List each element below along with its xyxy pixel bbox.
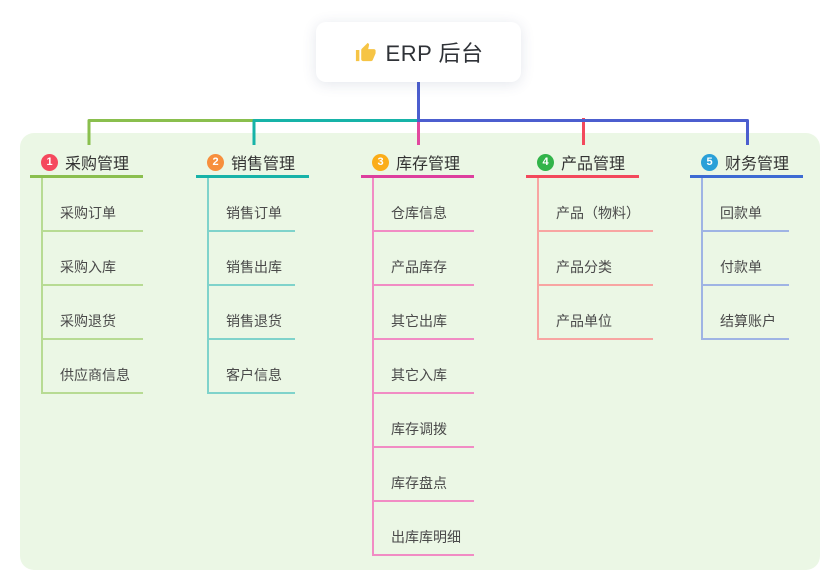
branch-1: 1 采购管理采购订单采购入库采购退货供应商信息 (30, 149, 143, 394)
branch-5-item-3[interactable]: 结算账户 (703, 286, 789, 340)
branch-4-item-2[interactable]: 产品分类 (539, 232, 653, 286)
branch-2-label: 销售管理 (231, 156, 296, 173)
branch-4-number-badge: 4 (537, 153, 554, 171)
branch-1-label: 采购管理 (65, 156, 130, 173)
branch-4-label: 产品管理 (561, 156, 626, 173)
branch-1-item-4[interactable]: 供应商信息 (43, 340, 143, 394)
root-node[interactable]: ERP 后台 (316, 22, 521, 82)
branch-5-number-badge: 5 (701, 153, 718, 171)
thumbs-up-icon (354, 41, 377, 64)
branch-5-title-node[interactable]: 5 财务管理 (690, 149, 803, 178)
branch-1-number-badge: 1 (41, 153, 58, 171)
branch-5: 5 财务管理回款单付款单结算账户 (690, 149, 803, 340)
branch-2-item-1[interactable]: 销售订单 (209, 178, 295, 232)
branch-2-title-node[interactable]: 2 销售管理 (196, 149, 309, 178)
branch-3-items: 仓库信息产品库存其它出库其它入库库存调拨库存盘点出库库明细 (372, 178, 474, 556)
branches-panel (20, 133, 820, 570)
branch-4-items: 产品（物料）产品分类产品单位 (537, 178, 653, 340)
branch-3-item-3[interactable]: 其它出库 (374, 286, 474, 340)
branch-3-item-6[interactable]: 库存盘点 (374, 448, 474, 502)
branch-5-label: 财务管理 (725, 156, 790, 173)
branch-1-item-3[interactable]: 采购退货 (43, 286, 143, 340)
branch-5-item-2[interactable]: 付款单 (703, 232, 789, 286)
branch-2-items: 销售订单销售出库销售退货客户信息 (207, 178, 295, 394)
branch-1-item-1[interactable]: 采购订单 (43, 178, 143, 232)
branch-3-title-node[interactable]: 3 库存管理 (361, 149, 474, 178)
branch-1-item-2[interactable]: 采购入库 (43, 232, 143, 286)
branch-3-item-4[interactable]: 其它入库 (374, 340, 474, 394)
branch-4-item-3[interactable]: 产品单位 (539, 286, 653, 340)
branch-2-item-3[interactable]: 销售退货 (209, 286, 295, 340)
branch-3-item-7[interactable]: 出库库明细 (374, 502, 474, 556)
branch-5-items: 回款单付款单结算账户 (701, 178, 789, 340)
branch-2-item-2[interactable]: 销售出库 (209, 232, 295, 286)
branch-2-item-4[interactable]: 客户信息 (209, 340, 295, 394)
branch-3-number-badge: 3 (372, 153, 389, 171)
branch-4-item-1[interactable]: 产品（物料） (539, 178, 653, 232)
branch-3-label: 库存管理 (396, 156, 461, 173)
branch-2: 2 销售管理销售订单销售出库销售退货客户信息 (196, 149, 309, 394)
branch-2-number-badge: 2 (207, 153, 224, 171)
branch-1-title-node[interactable]: 1 采购管理 (30, 149, 143, 178)
branch-5-item-1[interactable]: 回款单 (703, 178, 789, 232)
branch-4-title-node[interactable]: 4 产品管理 (526, 149, 639, 178)
branch-3: 3 库存管理仓库信息产品库存其它出库其它入库库存调拨库存盘点出库库明细 (361, 149, 474, 556)
branch-3-item-2[interactable]: 产品库存 (374, 232, 474, 286)
branch-4: 4 产品管理产品（物料）产品分类产品单位 (526, 149, 653, 340)
branch-3-item-5[interactable]: 库存调拨 (374, 394, 474, 448)
branch-1-items: 采购订单采购入库采购退货供应商信息 (41, 178, 143, 394)
branch-3-item-1[interactable]: 仓库信息 (374, 178, 474, 232)
root-node-title: ERP 后台 (385, 41, 484, 66)
